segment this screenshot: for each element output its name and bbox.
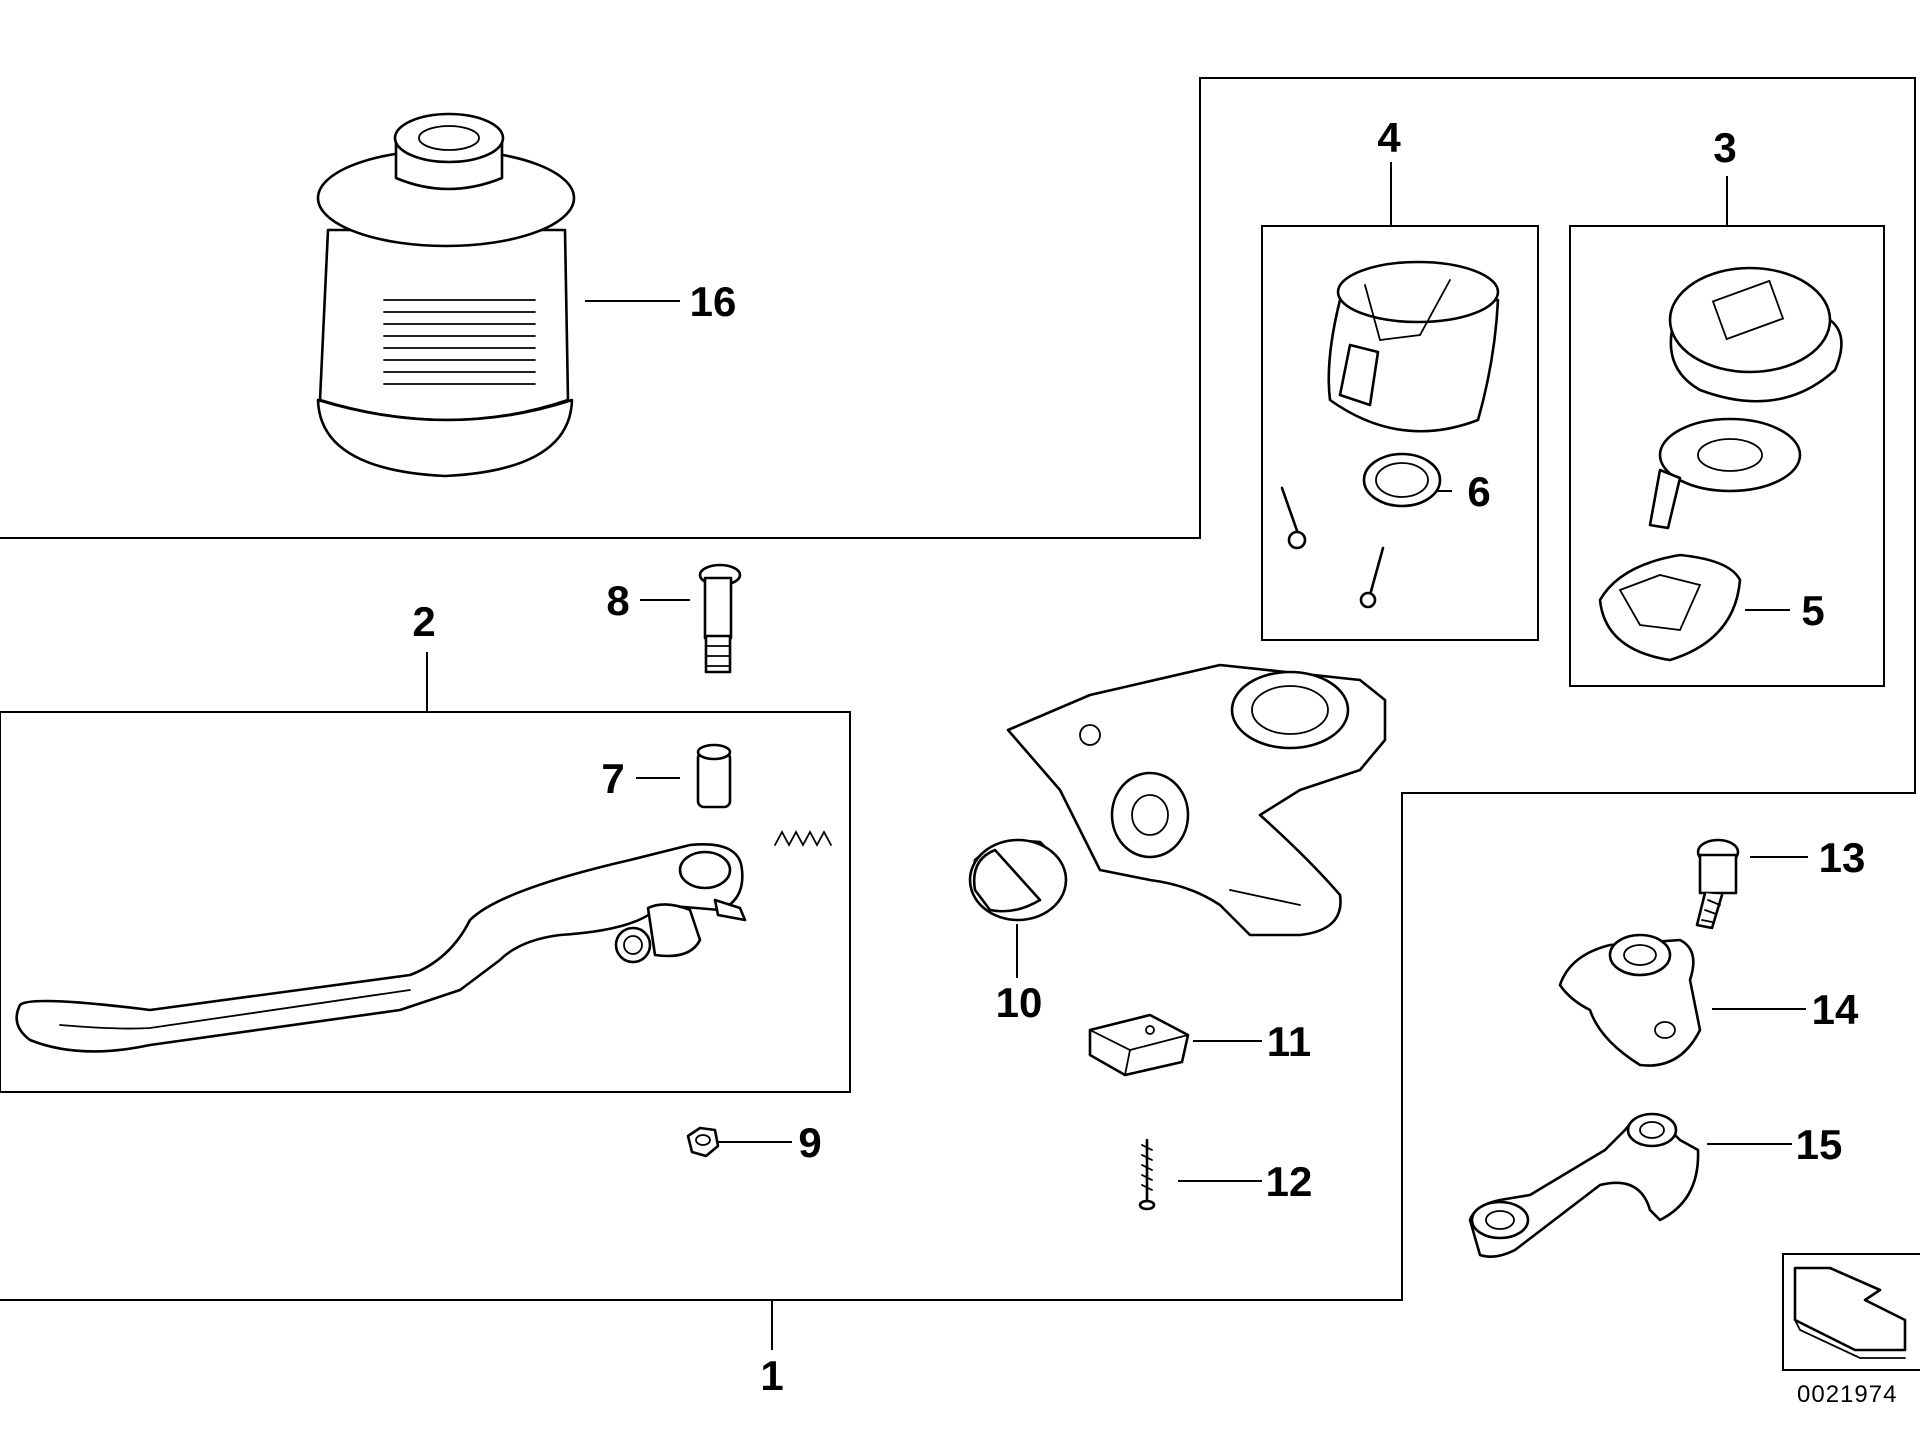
callout-12: 12 bbox=[1266, 1158, 1313, 1205]
bushing-part-7 bbox=[696, 743, 732, 809]
callout-1: 1 bbox=[760, 1352, 783, 1399]
callout-4: 4 bbox=[1377, 114, 1401, 161]
mirror-bracket-part-15 bbox=[1468, 1112, 1700, 1258]
callout-16: 16 bbox=[690, 278, 737, 325]
callout-8: 8 bbox=[606, 577, 629, 624]
callout-10: 10 bbox=[996, 979, 1043, 1026]
callout-6: 6 bbox=[1467, 468, 1490, 515]
reservoir-part-4 bbox=[1280, 260, 1500, 609]
master-cylinder-housing bbox=[1006, 663, 1387, 937]
assembly-frame-outline bbox=[0, 77, 1916, 1301]
callout-5: 5 bbox=[1801, 587, 1824, 634]
bolt-part-8 bbox=[698, 563, 742, 674]
lever-group-frame bbox=[0, 711, 851, 1093]
fluid-can-part-16 bbox=[316, 112, 576, 478]
spring-part bbox=[774, 830, 832, 847]
brake-switch-part-11 bbox=[1088, 1013, 1190, 1077]
callout-13: 13 bbox=[1819, 834, 1866, 881]
brake-lever-part-2 bbox=[15, 843, 747, 1053]
callout-7: 7 bbox=[601, 755, 624, 802]
callout-11: 11 bbox=[1267, 1018, 1311, 1065]
callout-2: 2 bbox=[412, 598, 435, 645]
nut-part-9 bbox=[686, 1126, 720, 1158]
socket-screw-part-13 bbox=[1695, 838, 1740, 930]
cap-group-frame-4 bbox=[1261, 225, 1539, 641]
reservoir-cap-part-3 bbox=[1598, 266, 1843, 662]
clamp-part-14 bbox=[1558, 933, 1702, 1067]
screw-part-12 bbox=[1138, 1138, 1156, 1211]
leader-lines bbox=[426, 162, 1808, 1350]
callout-14: 14 bbox=[1812, 986, 1859, 1033]
orientation-arrow-icon bbox=[1782, 1253, 1920, 1371]
rubber-boot-part-10 bbox=[968, 838, 1068, 922]
callout-9: 9 bbox=[798, 1119, 821, 1166]
diagram-reference-number: 0021974 bbox=[1797, 1381, 1897, 1408]
callout-15: 15 bbox=[1796, 1121, 1843, 1168]
callout-3: 3 bbox=[1713, 124, 1736, 171]
